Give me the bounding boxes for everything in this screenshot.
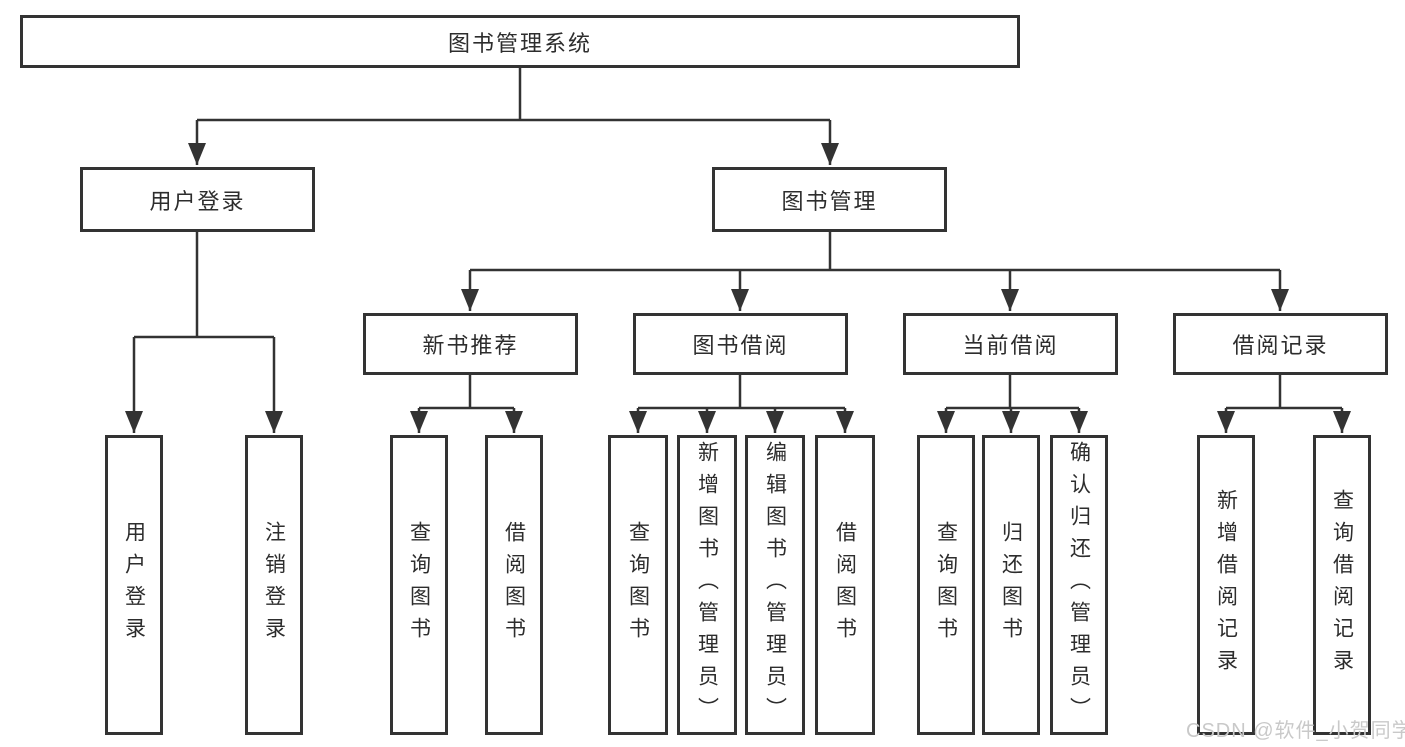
leaf-bb-add-books-admin: 新增图书（管理员） bbox=[677, 435, 737, 735]
leaf-logout: 注销登录 bbox=[245, 435, 303, 735]
node-new-book-recommend: 新书推荐 bbox=[363, 313, 578, 375]
leaf-br-add-record: 新增借阅记录 bbox=[1197, 435, 1255, 735]
node-label: 图书管理 bbox=[781, 188, 878, 214]
node-label: 编辑图书（管理员） bbox=[763, 441, 787, 729]
node-label: 查询图书 bbox=[934, 521, 958, 649]
leaf-br-query-record: 查询借阅记录 bbox=[1313, 435, 1371, 735]
node-label: 新书推荐 bbox=[422, 333, 519, 358]
connector-root-bar bbox=[197, 68, 830, 122]
node-label: 查询图书 bbox=[626, 521, 650, 649]
node-current-borrow: 当前借阅 bbox=[903, 313, 1118, 375]
connector-book-management-bar bbox=[470, 232, 1280, 272]
leaf-nb-query-books: 查询图书 bbox=[390, 435, 448, 735]
connector-new-book-bar bbox=[419, 375, 514, 410]
leaf-cb-confirm-return-admin: 确认归还（管理员） bbox=[1050, 435, 1108, 735]
node-label: 确认归还（管理员） bbox=[1067, 441, 1091, 729]
node-label: 注销登录 bbox=[262, 521, 286, 649]
node-user-login: 用户登录 bbox=[80, 167, 315, 232]
node-label: 借阅记录 bbox=[1232, 333, 1329, 358]
leaf-bb-query-books: 查询图书 bbox=[608, 435, 668, 735]
node-label: 归还图书 bbox=[999, 521, 1023, 649]
node-label: 新增图书（管理员） bbox=[695, 441, 719, 729]
csdn-watermark: CSDN @软件_小贺同学 bbox=[1186, 720, 1405, 742]
leaf-user-login: 用户登录 bbox=[105, 435, 163, 735]
node-label: 用户登录 bbox=[149, 188, 246, 214]
connector-current-borrow-bar bbox=[946, 375, 1079, 410]
leaf-cb-return-books: 归还图书 bbox=[982, 435, 1040, 735]
node-label: 借阅图书 bbox=[833, 521, 857, 649]
leaf-bb-borrow-books: 借阅图书 bbox=[815, 435, 875, 735]
connector-book-borrow-bar bbox=[638, 375, 845, 410]
node-label: 当前借阅 bbox=[962, 333, 1059, 358]
node-book-management: 图书管理 bbox=[712, 167, 947, 232]
node-label: 图书管理系统 bbox=[447, 30, 592, 56]
node-label: 查询借阅记录 bbox=[1330, 489, 1354, 681]
node-borrow-records: 借阅记录 bbox=[1173, 313, 1388, 375]
node-label: 用户登录 bbox=[122, 521, 146, 649]
node-book-borrow: 图书借阅 bbox=[633, 313, 848, 375]
node-root-system: 图书管理系统 bbox=[20, 15, 1020, 68]
leaf-nb-borrow-books: 借阅图书 bbox=[485, 435, 543, 735]
node-label: 借阅图书 bbox=[502, 521, 526, 649]
leaf-cb-query-books: 查询图书 bbox=[917, 435, 975, 735]
node-label: 查询图书 bbox=[407, 521, 431, 649]
connector-user-login-bar bbox=[134, 232, 274, 339]
node-label: 新增借阅记录 bbox=[1214, 489, 1238, 681]
connector-borrow-records-bar bbox=[1226, 375, 1342, 410]
leaf-bb-edit-books-admin: 编辑图书（管理员） bbox=[745, 435, 805, 735]
node-label: 图书借阅 bbox=[692, 333, 789, 358]
